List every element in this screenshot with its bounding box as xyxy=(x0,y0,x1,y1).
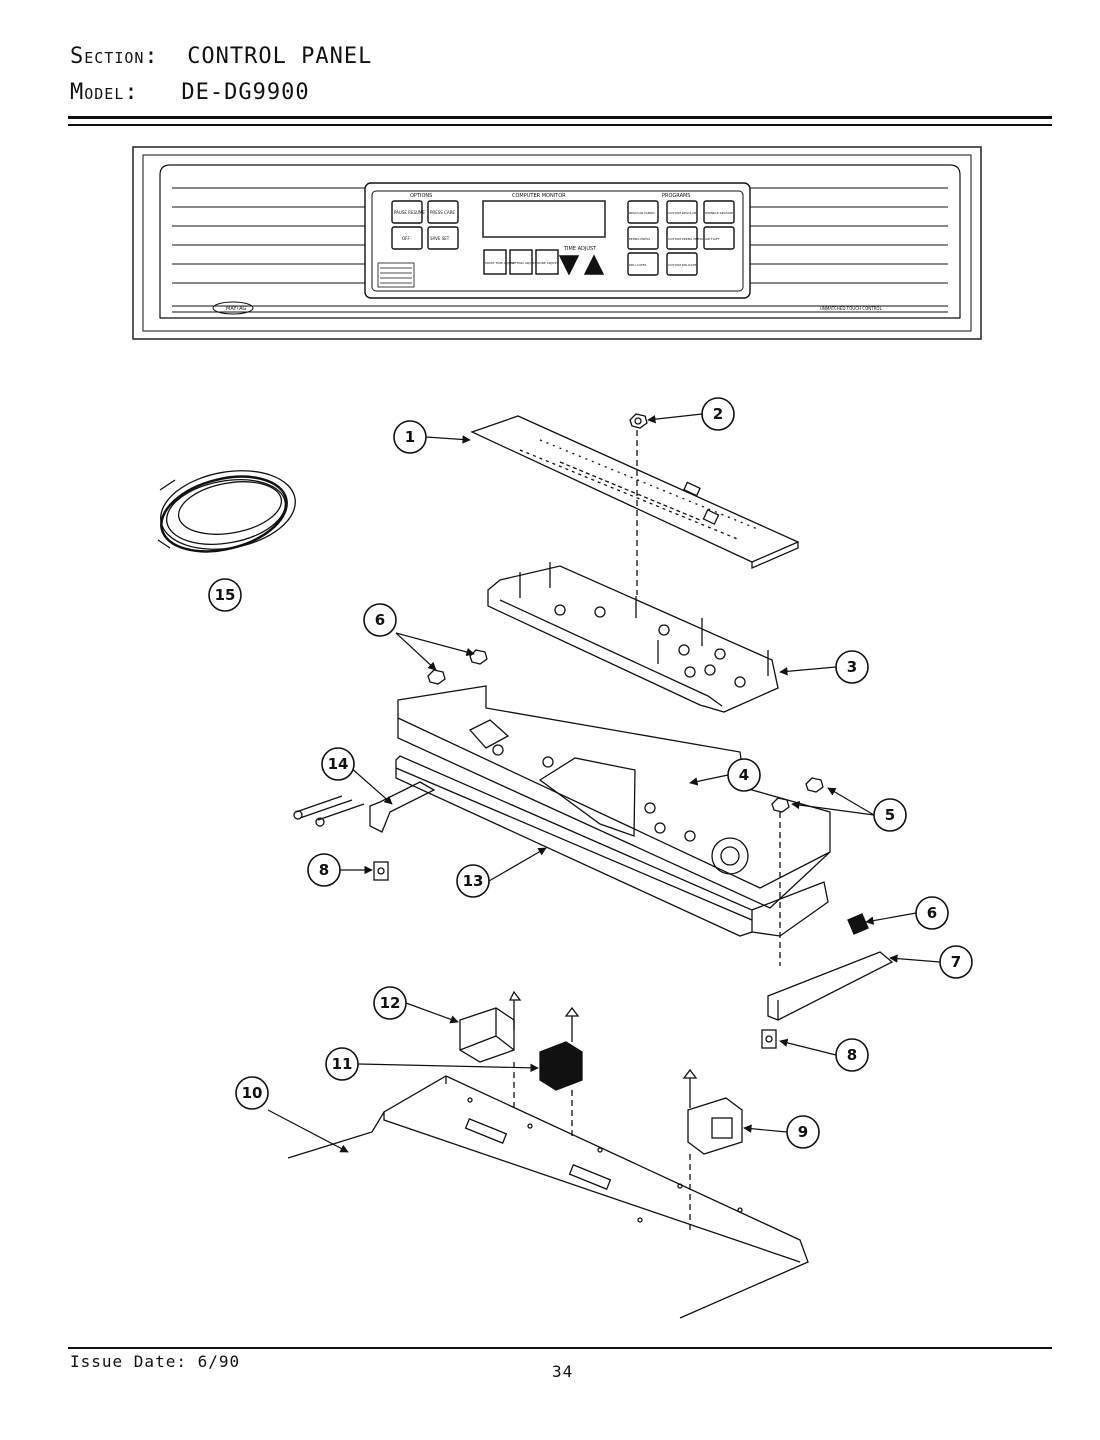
clip-right-part xyxy=(761,1029,777,1049)
program-key-2: CUSTOM REGULAR xyxy=(668,211,696,215)
callout-13: 13 xyxy=(463,872,484,890)
section-label: Section: xyxy=(70,44,159,69)
callout-9: 9 xyxy=(798,1123,808,1141)
issue-date: Issue Date: 6/90 xyxy=(70,1352,241,1371)
brand-logo: MAYTAG xyxy=(226,306,246,312)
nuts-upper-part xyxy=(427,649,488,685)
monitor-key-3: DONE ADJUST xyxy=(537,261,558,265)
program-key-5: CUSTOM PERMA PRESS xyxy=(668,237,703,241)
relay-black-part xyxy=(513,1006,583,1140)
monitor-key-2: SETTING ADJUST xyxy=(511,261,536,265)
program-key-4: PERMA PRESS xyxy=(629,237,650,241)
front-rail-part xyxy=(395,755,829,937)
section-value: CONTROL PANEL xyxy=(187,44,373,69)
screw-clip-part xyxy=(293,781,436,833)
option-key-3: OFF xyxy=(402,236,410,241)
callout-7: 7 xyxy=(951,953,961,971)
programs-label: PROGRAMS xyxy=(662,193,690,199)
callout-15: 15 xyxy=(215,586,236,604)
callout-10: 10 xyxy=(242,1084,263,1102)
program-key-6: AIR FLUFF xyxy=(705,237,720,241)
model-value: DE-DG9900 xyxy=(181,80,310,105)
callout-8-right: 8 xyxy=(847,1046,857,1064)
callout-12: 12 xyxy=(380,994,401,1012)
nuts-right-part xyxy=(771,777,824,966)
console-base-part xyxy=(287,1075,809,1319)
panel-right-text: UNMATCHED TOUCH CONTROL xyxy=(820,306,883,311)
callout-2: 2 xyxy=(713,405,723,423)
callout-3: 3 xyxy=(847,658,857,676)
clip-small-part xyxy=(847,913,869,935)
control-panel-front xyxy=(132,146,982,340)
monitor-label: COMPUTER MONITOR xyxy=(512,193,566,199)
circuit-board-part xyxy=(470,415,800,569)
callout-5: 5 xyxy=(885,806,895,824)
monitor-key-1: MOIST TIME ADJUST xyxy=(485,261,515,265)
program-key-7: DELI-CATES xyxy=(629,263,646,267)
callout-6-upper: 6 xyxy=(375,611,385,629)
callout-1: 1 xyxy=(405,428,415,446)
model-heading: Model: DE-DG9900 xyxy=(70,80,310,105)
header-rule xyxy=(68,116,1052,119)
program-key-3: WRINKLE RELEASE xyxy=(705,211,733,215)
callout-14: 14 xyxy=(328,755,349,773)
end-bracket-part xyxy=(767,951,894,1021)
program-key-8: CUSTOM DELICATE xyxy=(668,263,696,267)
callout-6-lower: 6 xyxy=(927,904,937,922)
option-key-2: PRESS CARE xyxy=(430,210,455,215)
time-adjust-label: TIME ADJUST xyxy=(563,246,597,252)
wire-harness-part xyxy=(157,470,296,553)
callout-4: 4 xyxy=(739,766,749,784)
option-key-4: SAVE SET xyxy=(430,236,450,241)
transformer-part xyxy=(682,1068,743,1230)
option-key-1: PAUSE RESUME xyxy=(394,210,425,215)
footer-rule xyxy=(68,1347,1052,1349)
options-label: OPTIONS xyxy=(410,193,432,199)
header-rule-thin xyxy=(68,124,1052,126)
program-key-1: REGULAR FABRIC xyxy=(629,211,655,215)
nut-part xyxy=(629,413,648,595)
callout-11: 11 xyxy=(332,1055,353,1073)
relay-part xyxy=(459,990,522,1063)
callout-8-left: 8 xyxy=(319,861,329,879)
section-heading: Section: CONTROL PANEL xyxy=(70,44,372,69)
page-number: 34 xyxy=(552,1362,574,1381)
key-housing-part xyxy=(487,562,779,713)
model-label: Model: xyxy=(70,80,139,105)
clip-left-part xyxy=(373,861,389,881)
